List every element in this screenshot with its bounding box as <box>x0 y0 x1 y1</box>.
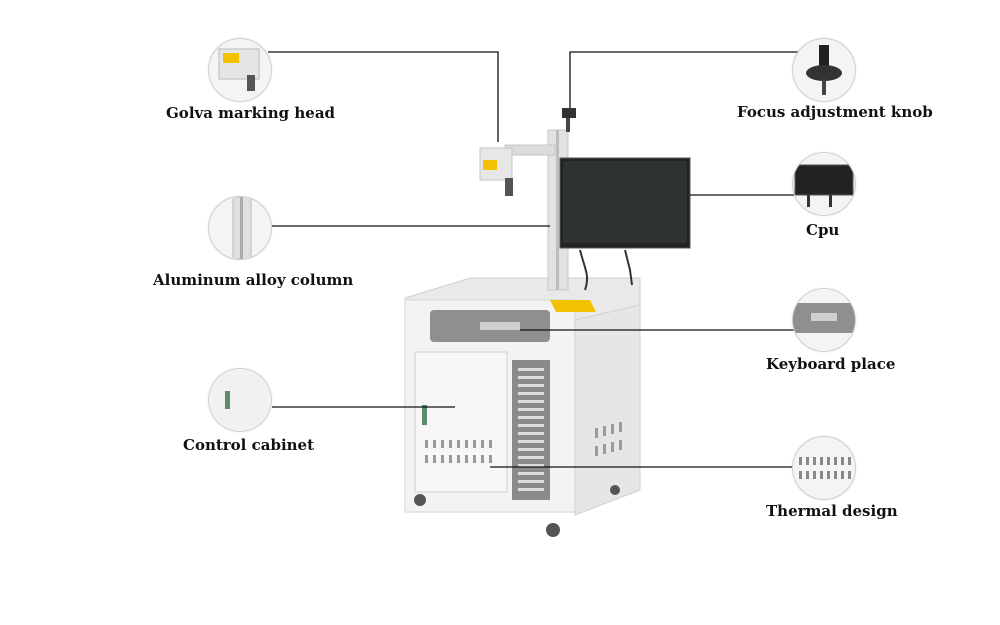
focus-knob-thumbnail <box>792 38 856 102</box>
keyboard-place-thumbnail <box>792 288 856 352</box>
marking-head-thumbnail <box>208 38 272 102</box>
connector-lines <box>268 51 800 468</box>
label-keyboard-place: Keyboard place <box>766 355 896 373</box>
label-thermal: Thermal design <box>766 502 898 520</box>
label-column: Aluminum alloy column <box>153 271 354 289</box>
line-marking-head <box>268 51 499 142</box>
column-thumbnail <box>208 196 272 260</box>
label-focus-knob: Focus adjustment knob <box>737 103 933 121</box>
line-focus-knob <box>569 51 800 108</box>
laser-marking-machine <box>404 108 691 537</box>
label-marking-head: Golva marking head <box>166 104 336 122</box>
label-control-cabinet: Control cabinet <box>183 436 315 454</box>
label-cpu: Cpu <box>806 221 840 239</box>
control-cabinet-thumbnail <box>208 368 272 432</box>
cpu-thumbnail <box>792 152 856 216</box>
thermal-thumbnail <box>792 436 856 500</box>
